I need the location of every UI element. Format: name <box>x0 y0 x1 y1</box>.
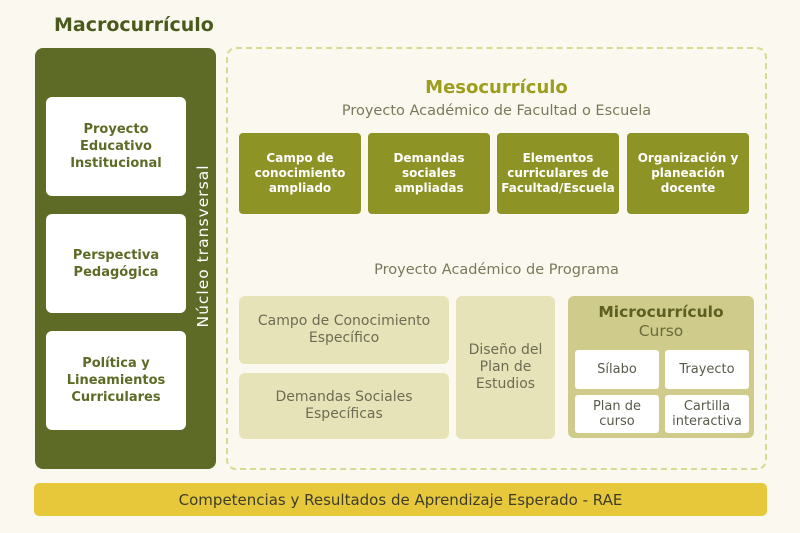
micro-title: Microcurrículo <box>598 303 724 321</box>
meso-title: Mesocurrículo <box>425 77 568 98</box>
box-campo-conocimiento-ampliado: Campo de conocimiento ampliado <box>239 133 361 214</box>
program-title: Proyecto Académico de Programa <box>374 262 619 278</box>
box-trayecto: Trayecto <box>665 350 749 389</box>
box-organizacion-planeacion: Organización y planeación docente <box>627 133 749 214</box>
macro-title: Macrocurrículo <box>54 14 214 36</box>
box-diseno-plan-estudios: Diseño del Plan de Estudios <box>456 296 555 439</box>
box-demandas-sociales-ampliadas: Demandas sociales ampliadas <box>368 133 490 214</box>
box-politica-lineamientos: Política y Lineamientos Curriculares <box>46 331 186 430</box>
box-demandas-sociales-especificas: Demandas Sociales Específicas <box>239 373 449 439</box>
box-silabo: Sílabo <box>575 350 659 389</box>
nucleo-transversal-label: Núcleo transversal <box>194 164 212 328</box>
box-perspectiva-pedagogica: Perspectiva Pedagógica <box>46 214 186 313</box>
box-proyecto-educativo: Proyecto Educativo Institucional <box>46 97 186 196</box>
meso-subtitle: Proyecto Académico de Facultad o Escuela <box>341 103 652 119</box>
box-plan-curso: Plan de curso <box>575 395 659 433</box>
micro-subtitle: Curso <box>638 322 684 340</box>
box-elementos-curriculares: Elementos curriculares de Facultad/Escue… <box>497 133 619 214</box>
meso-frame <box>226 47 767 470</box>
box-cartilla-interactiva: Cartilla interactiva <box>665 395 749 433</box>
box-campo-conocimiento-especifico: Campo de Conocimiento Específico <box>239 296 449 364</box>
rae-bar: Competencias y Resultados de Aprendizaje… <box>34 483 767 516</box>
